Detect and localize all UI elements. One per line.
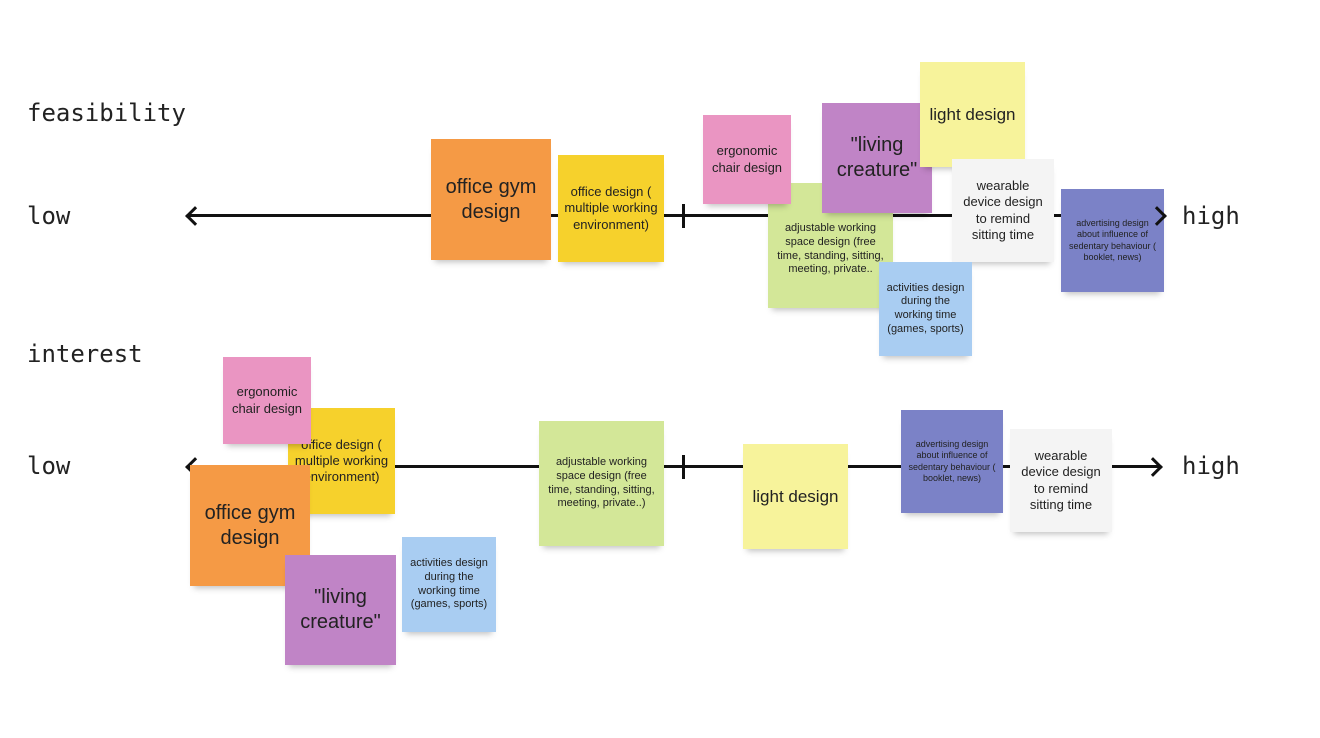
interest-low-label: low (27, 452, 71, 480)
feasibility-low-label: low (27, 202, 71, 230)
feasibility-high-label: high (1182, 202, 1240, 230)
sticky-note-advertising[interactable]: advertising design about influence of se… (901, 410, 1003, 513)
sticky-note-office-design[interactable]: office design ( multiple working environ… (558, 155, 664, 262)
sticky-note-wearable[interactable]: wearable device design to remind sitting… (952, 159, 1054, 262)
interest-axis-line (188, 465, 1160, 468)
sticky-note-advertising[interactable]: advertising design about influence of se… (1061, 189, 1164, 292)
sticky-note-activities[interactable]: activities design during the working tim… (402, 537, 496, 632)
interest-midpoint-tick (682, 455, 685, 479)
sticky-note-ergonomic-chair[interactable]: ergonomic chair design (703, 115, 791, 204)
sticky-note-activities[interactable]: activities design during the working tim… (879, 262, 972, 356)
sticky-note-light-design[interactable]: light design (743, 444, 848, 549)
interest-title: interest (27, 340, 143, 368)
sticky-note-living-creature[interactable]: "living creature" (285, 555, 396, 665)
sticky-note-light-design[interactable]: light design (920, 62, 1025, 167)
sticky-note-adjustable[interactable]: adjustable working space design (free ti… (539, 421, 664, 546)
feasibility-axis-line (188, 214, 1163, 217)
sticky-note-office-gym[interactable]: office gym design (431, 139, 551, 260)
interest-high-label: high (1182, 452, 1240, 480)
sticky-note-ergonomic-chair[interactable]: ergonomic chair design (223, 357, 311, 444)
sticky-note-wearable[interactable]: wearable device design to remind sitting… (1010, 429, 1112, 532)
feasibility-title: feasibility (27, 99, 186, 127)
feasibility-left-arrow-icon (185, 206, 205, 226)
interest-right-arrow-icon (1143, 457, 1163, 477)
feasibility-midpoint-tick (682, 204, 685, 228)
sticky-note-living-creature[interactable]: "living creature" (822, 103, 932, 213)
